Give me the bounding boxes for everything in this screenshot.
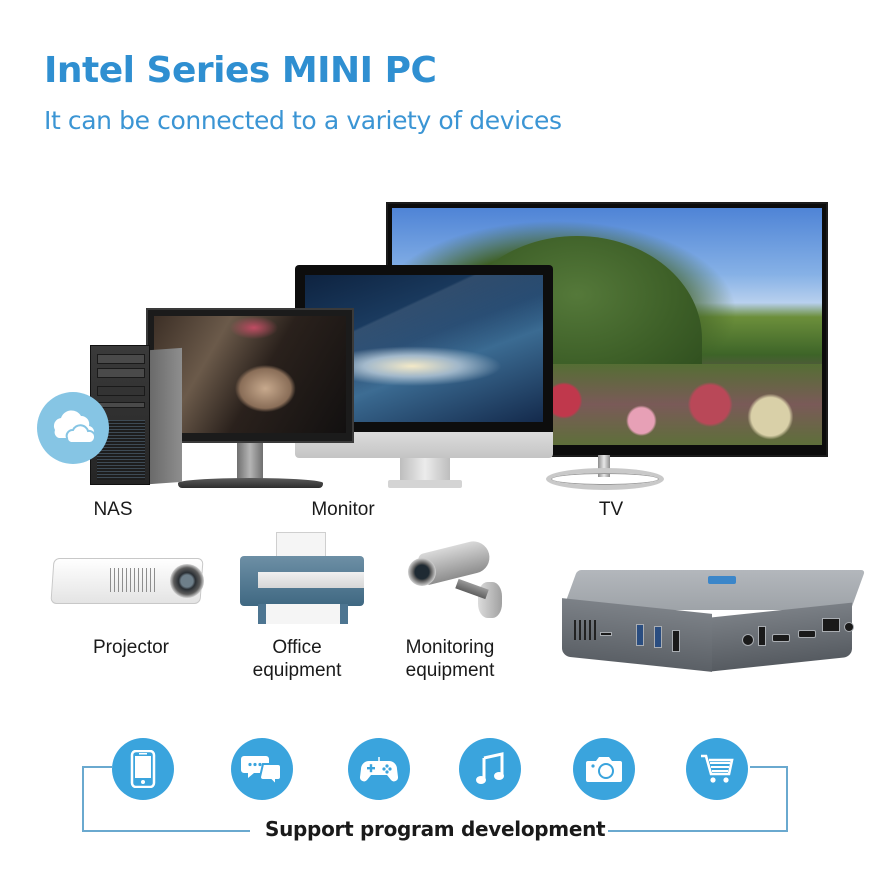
bracket-left-bottom [82,830,250,832]
mini-pc-image [560,570,866,672]
nas-label: NAS [93,499,133,520]
page-subtitle: It can be connected to a variety of devi… [44,106,562,135]
support-program-label: Support program development [265,817,606,841]
monitor-screen [154,316,346,433]
camera-icon [573,738,635,800]
smartphone-icon [112,738,174,800]
projector-label: Projector [92,637,170,658]
monitor-label: Monitor [311,499,375,520]
tv-label: TV [598,499,624,520]
projector-image [50,550,208,608]
bracket-left-top [82,766,112,832]
page-title: Intel Series MINI PC [44,50,437,91]
security-camera-image [402,538,502,624]
office-equipment-label: Office equipment [252,637,342,681]
bracket-right-bottom [608,830,788,832]
music-note-icon [459,738,521,800]
bracket-right-top [750,766,788,832]
monitoring-equipment-label: Monitoring equipment [405,637,495,681]
intel-logo [708,576,736,584]
shopping-cart-icon [686,738,748,800]
printer-image [240,532,364,626]
gamepad-icon [348,738,410,800]
cloud-icon [37,392,109,464]
chat-bubbles-icon [231,738,293,800]
tv-stand-base [546,468,664,490]
